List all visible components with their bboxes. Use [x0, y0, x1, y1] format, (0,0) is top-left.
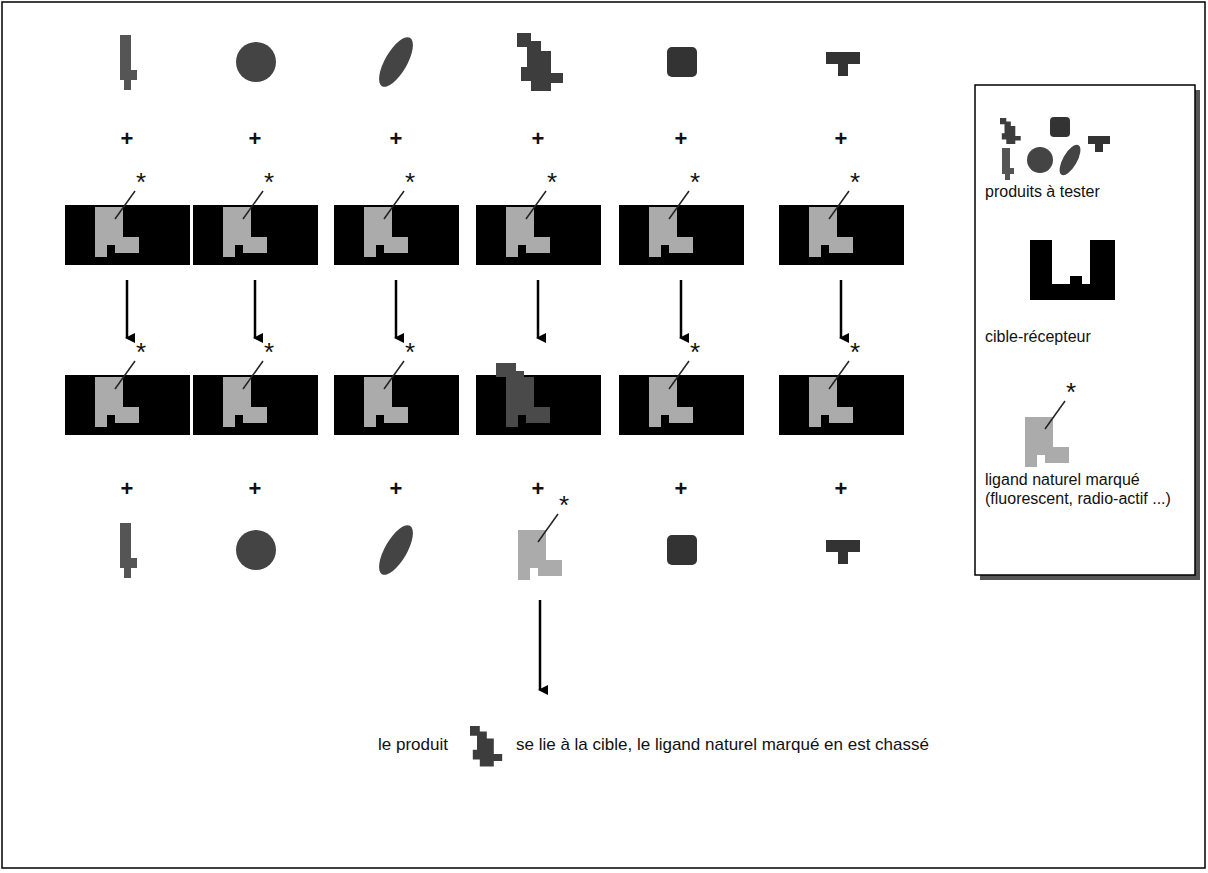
label-star: *: [559, 492, 569, 518]
legend-text: produits à tester: [985, 182, 1185, 201]
legend-products-icon: [1000, 117, 1110, 180]
label-star: *: [264, 339, 274, 365]
result-row: [65, 361, 904, 435]
legend-receptor-icon: [1030, 240, 1115, 300]
label-star: *: [405, 339, 415, 365]
label-star: *: [850, 169, 860, 195]
label-star: *: [547, 169, 557, 195]
label-star: *: [136, 169, 146, 195]
reaction-arrows: [127, 280, 841, 690]
label-star: *: [690, 339, 700, 365]
plus-sign: +: [835, 478, 848, 500]
label-star: *: [405, 169, 415, 195]
test-products: [120, 32, 860, 91]
legend-text: cible-récepteur: [985, 327, 1185, 346]
legend-star: *: [1066, 379, 1076, 405]
plus-sign: +: [390, 478, 403, 500]
legend-ligand-icon: [1025, 401, 1069, 467]
caption-text: se lie à la cible, le ligand naturel mar…: [516, 735, 929, 755]
label-star: *: [690, 169, 700, 195]
plus-sign: +: [249, 478, 262, 500]
plus-sign: +: [835, 128, 848, 150]
label-star: *: [264, 169, 274, 195]
legend-panel: [975, 85, 1195, 575]
plus-sign: +: [532, 128, 545, 150]
released-products: [120, 520, 860, 579]
plus-sign: +: [121, 128, 134, 150]
receptor-row: [65, 191, 904, 265]
legend-text: ligand naturel marqué (fluorescent, radi…: [985, 470, 1185, 508]
plus-sign: +: [675, 478, 688, 500]
plus-sign: +: [121, 478, 134, 500]
product-icon: [470, 726, 502, 767]
plus-sign: +: [675, 128, 688, 150]
caption-text: le produit: [378, 735, 448, 755]
plus-sign: +: [249, 128, 262, 150]
label-star: *: [136, 339, 146, 365]
label-star: *: [850, 339, 860, 365]
plus-sign: +: [390, 128, 403, 150]
active-product: [517, 33, 563, 91]
plus-sign: +: [532, 478, 545, 500]
displaced-ligand: [518, 514, 562, 580]
